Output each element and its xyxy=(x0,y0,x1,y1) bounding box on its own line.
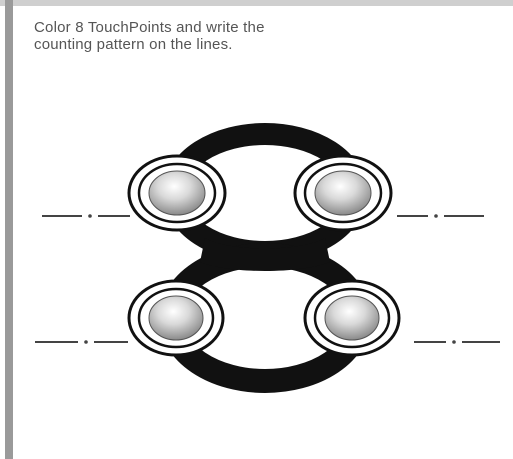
answer-line-lower-left[interactable] xyxy=(35,340,128,344)
answer-line-upper-left[interactable] xyxy=(42,214,130,218)
answer-line-upper-right[interactable] xyxy=(397,214,484,218)
touchpoint-lower-right[interactable] xyxy=(305,281,399,355)
touchpoint-upper-right[interactable] xyxy=(295,156,391,230)
answer-line-lower-right[interactable] xyxy=(414,340,500,344)
touchpoint-lower-left[interactable] xyxy=(129,281,223,355)
touchpoint-upper-left[interactable] xyxy=(129,156,225,230)
